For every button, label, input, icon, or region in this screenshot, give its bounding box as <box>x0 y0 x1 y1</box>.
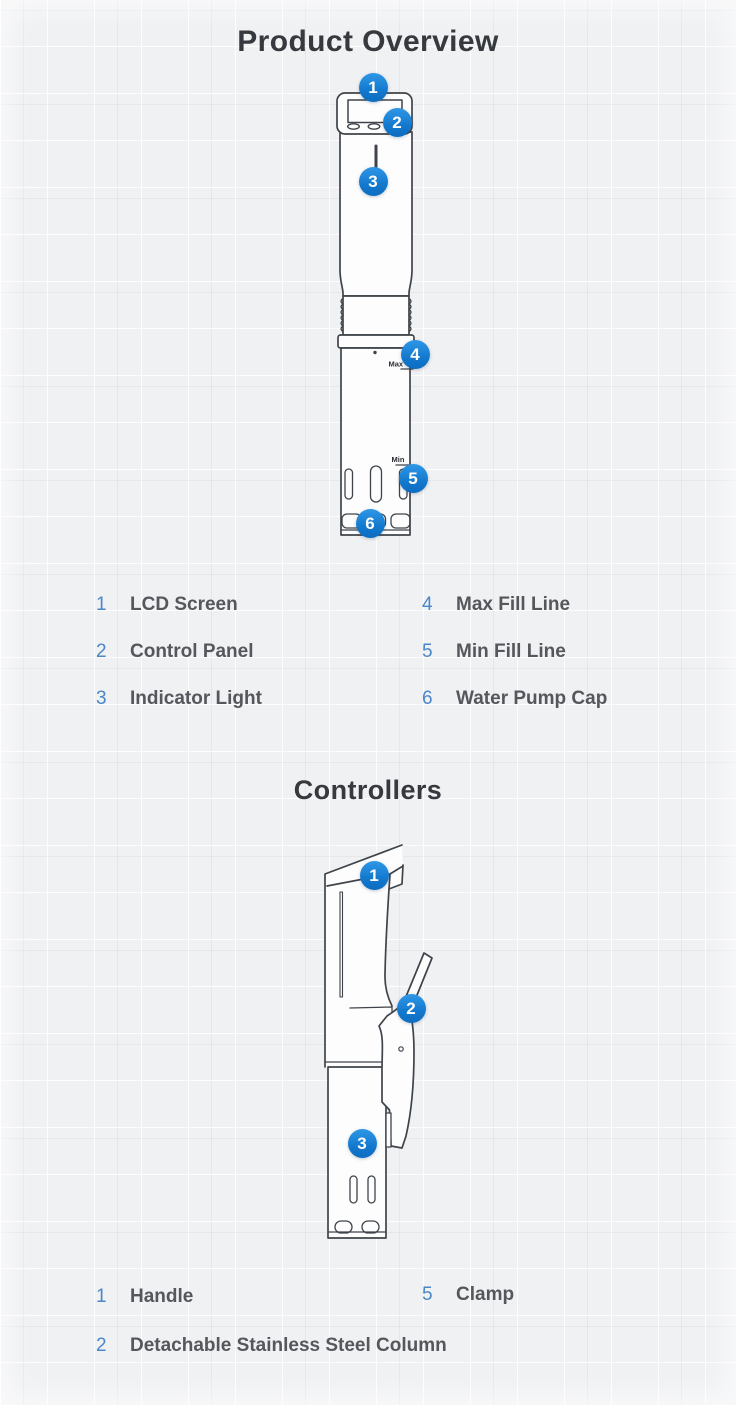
legend-item: 5 Min Fill Line <box>422 641 566 663</box>
legend-number: 5 <box>422 641 433 662</box>
clamp-pivot-screw <box>398 1046 404 1052</box>
legend-item: 2 Detachable Stainless Steel Column <box>96 1335 447 1357</box>
legend-label: Max Fill Line <box>456 594 571 615</box>
legend-label: Handle <box>130 1286 194 1307</box>
legend-label: Min Fill Line <box>456 641 566 662</box>
legend-number: 2 <box>96 641 107 662</box>
housing-fill <box>325 845 403 1067</box>
handle-inner-slot <box>339 891 344 998</box>
pump-cap-slot-right <box>390 513 411 529</box>
max-label: Max <box>389 360 404 369</box>
control-button-1 <box>347 123 361 130</box>
grip-ribs-right <box>408 297 412 333</box>
controllers-callout-3: 3 <box>347 1128 377 1158</box>
legend-number: 5 <box>422 1284 433 1305</box>
controllers-title: Controllers <box>293 775 443 805</box>
column-slot-middle <box>369 465 383 503</box>
legend-number: 1 <box>96 1286 107 1307</box>
legend-number: 4 <box>422 594 433 615</box>
legend-number: 6 <box>422 688 433 709</box>
column-slot-left <box>344 468 354 500</box>
controllers-callout-2: 2 <box>396 993 426 1023</box>
legend-label: Detachable Stainless Steel Column <box>130 1335 447 1356</box>
column-slot-1 <box>349 1175 358 1204</box>
overview-callout-2: 2 <box>382 107 412 137</box>
legend-label: Indicator Light <box>130 688 262 709</box>
legend-label: Water Pump Cap <box>456 688 608 709</box>
legend-number: 3 <box>96 688 107 709</box>
legend-item: 6 Water Pump Cap <box>422 688 607 710</box>
overview-callout-5: 5 <box>398 463 428 493</box>
legend-number: 1 <box>96 594 107 615</box>
controllers-callout-1: 1 <box>359 860 389 890</box>
legend-label: Control Panel <box>130 641 254 662</box>
legend-label: LCD Screen <box>130 594 238 615</box>
overview-callout-3: 3 <box>358 166 388 196</box>
min-label: Min <box>392 455 405 464</box>
housing-outline <box>324 844 403 1068</box>
overview-callout-6: 6 <box>355 508 385 538</box>
controllers-device-drawing <box>324 844 433 1239</box>
column-foot-1 <box>334 1220 353 1234</box>
grip-ribs-left <box>340 297 344 333</box>
steel-column-side <box>327 1066 387 1239</box>
control-button-2 <box>367 123 381 130</box>
legend-item: 2 Control Panel <box>96 641 254 663</box>
legend-item: 4 Max Fill Line <box>422 594 570 616</box>
column-slot-2 <box>367 1175 376 1204</box>
column-foot-2 <box>361 1220 380 1234</box>
overview-callout-1: 1 <box>358 72 388 102</box>
legend-item: 1 Handle <box>96 1286 193 1308</box>
overview-callout-4: 4 <box>400 339 430 369</box>
vent-dot <box>373 350 377 355</box>
legend-item: 3 Indicator Light <box>96 688 262 710</box>
legend-item: 5 Clamp <box>422 1284 514 1306</box>
legend-number: 2 <box>96 1335 107 1356</box>
legend-label: Clamp <box>456 1284 515 1305</box>
steel-column <box>340 347 411 536</box>
body-right-profile <box>384 888 393 1007</box>
handle-underside <box>326 864 404 890</box>
clamp-tab <box>385 1112 392 1148</box>
legend-item: 1 LCD Screen <box>96 594 238 616</box>
page-title: Product Overview <box>237 25 499 58</box>
device-grip <box>342 295 410 336</box>
